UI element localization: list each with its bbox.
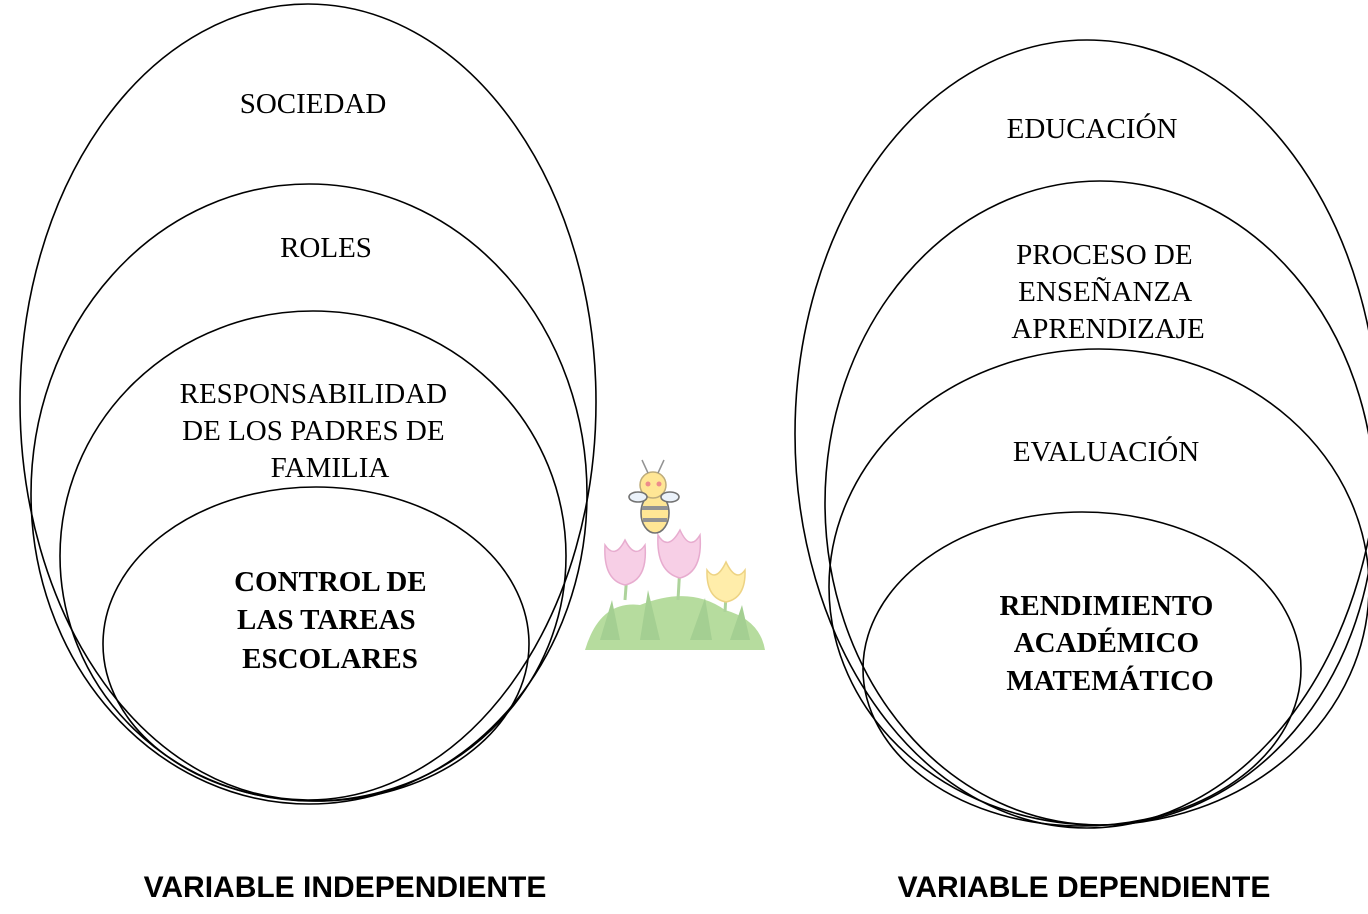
caption-independent: VARIABLE INDEPENDIENTE bbox=[144, 871, 547, 904]
label-roles: ROLES bbox=[280, 232, 372, 264]
label-rendimiento: RENDIMIENTO ACADÉMICO MATEMÁTICO bbox=[999, 590, 1220, 697]
label-proceso-ensenanza: PROCESO DE ENSEÑANZA APRENDIZAJE bbox=[1011, 239, 1204, 345]
dependent-variable-diagram: EDUCACIÓN PROCESO DE ENSEÑANZA APRENDIZA… bbox=[794, 39, 1368, 829]
ellipse-evaluacion bbox=[828, 348, 1368, 826]
label-responsabilidad: RESPONSABILIDAD DE LOS PADRES DE FAMILIA bbox=[180, 378, 455, 484]
ellipse-educacion bbox=[794, 39, 1368, 829]
ellipse-control-tareas bbox=[102, 486, 530, 802]
ellipse-roles bbox=[30, 183, 588, 805]
independent-variable-diagram: SOCIEDAD ROLES RESPONSABILIDAD DE LOS PA… bbox=[19, 3, 597, 805]
label-educacion: EDUCACIÓN bbox=[1007, 112, 1178, 145]
ellipse-sociedad bbox=[19, 3, 597, 801]
label-control-tareas: CONTROL DE LAS TAREAS ESCOLARES bbox=[234, 566, 434, 675]
caption-dependent: VARIABLE DEPENDIENTE bbox=[898, 871, 1271, 904]
label-evaluacion: EVALUACIÓN bbox=[1013, 435, 1199, 468]
label-sociedad: SOCIEDAD bbox=[240, 88, 387, 120]
bee-flowers-clipart bbox=[585, 459, 765, 650]
ellipse-rendimiento bbox=[862, 511, 1302, 827]
